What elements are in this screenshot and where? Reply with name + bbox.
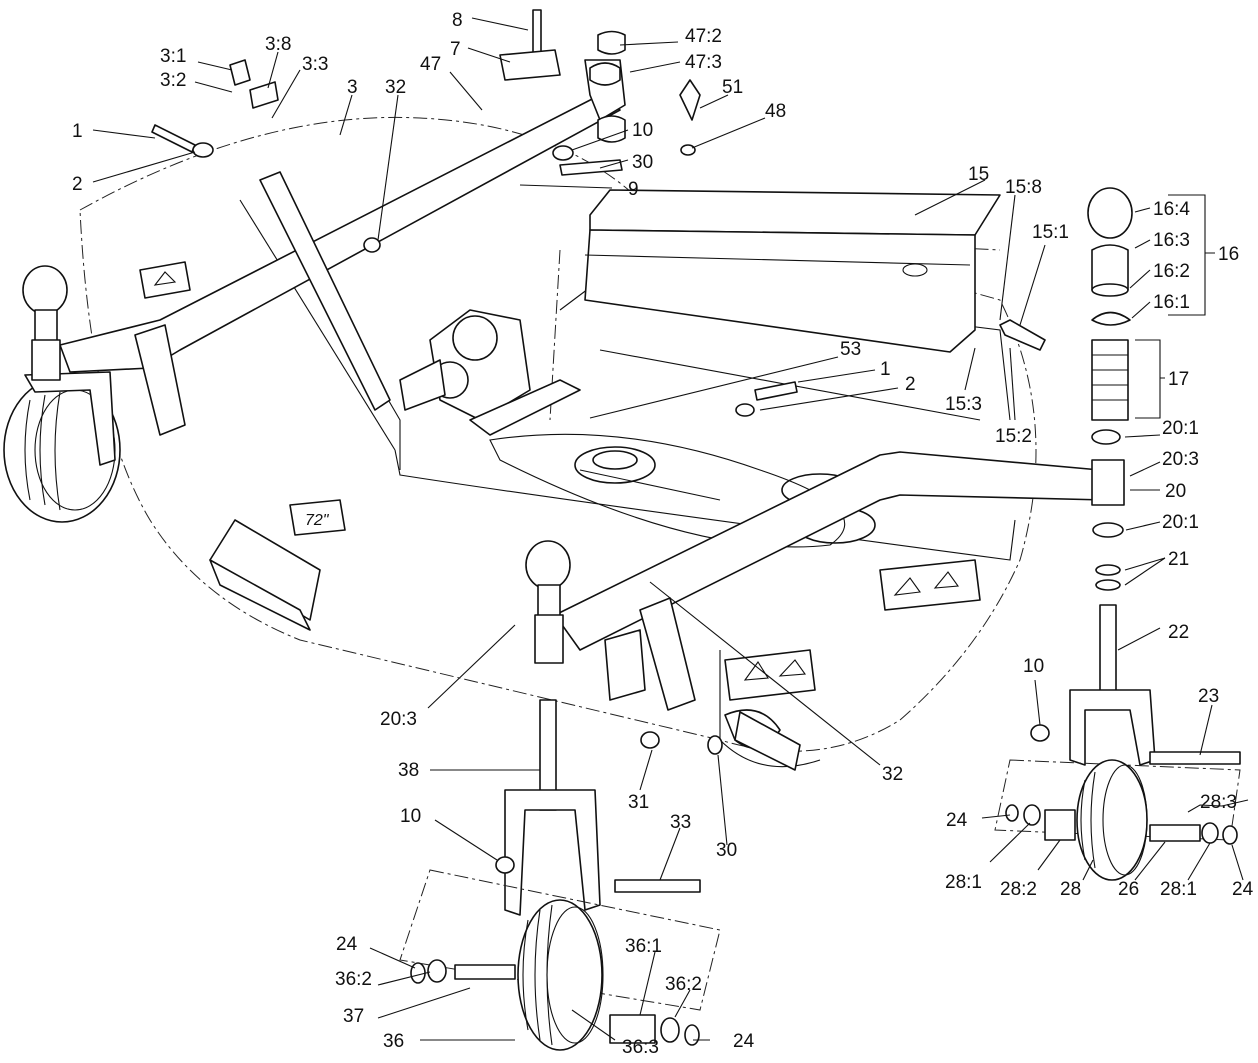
- callout-17: 17: [1168, 369, 1189, 390]
- front-left-caster-wheel: [3, 265, 121, 523]
- callout-47: 47: [420, 54, 441, 75]
- callout-51: 51: [722, 77, 743, 98]
- discharge-guard: [724, 709, 801, 771]
- callout-48: 48: [765, 101, 786, 122]
- callout-2-mid: 2: [905, 374, 916, 395]
- callout-30-bot: 30: [716, 840, 737, 861]
- callout-24-right-a: 24: [946, 810, 968, 831]
- callout-1-mid: 1: [880, 359, 891, 380]
- callout-21: 21: [1168, 549, 1189, 570]
- callout-28-1-a: 28:1: [945, 872, 982, 893]
- callout-26: 26: [1118, 879, 1139, 900]
- callout-36-1: 36:1: [625, 936, 662, 957]
- deck-size-text: 72": [305, 512, 330, 529]
- right-caster-assembly: [994, 187, 1241, 841]
- callout-28: 28: [1060, 879, 1081, 900]
- callout-16: 16: [1218, 244, 1239, 265]
- callout-33: 33: [670, 812, 691, 833]
- callout-labels: 8 47:2 7 47:3 3:1 3:8 3:2 3:3 47 51 3 32…: [72, 10, 1254, 1058]
- callout-16-3: 16:3: [1153, 230, 1190, 251]
- callout-20-1-bot: 20:1: [1162, 512, 1199, 533]
- side-shield: [209, 519, 321, 631]
- hardware-knobs: [151, 9, 1050, 874]
- callout-36-2-left: 36:2: [335, 969, 372, 990]
- callout-16-2: 16:2: [1153, 261, 1190, 282]
- callout-36: 36: [383, 1031, 404, 1052]
- warning-decal: [139, 261, 981, 701]
- callout-3-8: 3:8: [265, 34, 291, 55]
- callout-32-top: 32: [385, 77, 406, 98]
- callout-10-right: 10: [1023, 656, 1044, 677]
- callout-7: 7: [450, 39, 461, 60]
- callout-3-1: 3:1: [160, 46, 186, 67]
- callout-15-3: 15:3: [945, 394, 982, 415]
- callout-37: 37: [343, 1006, 364, 1027]
- callout-15-2: 15:2: [995, 426, 1032, 447]
- belt-cover: [584, 189, 1001, 353]
- callout-3-3: 3:3: [302, 54, 328, 75]
- callout-15: 15: [968, 164, 989, 185]
- callout-23: 23: [1198, 686, 1219, 707]
- callout-47-3: 47:3: [685, 52, 722, 73]
- callout-30-top: 30: [632, 152, 653, 173]
- callout-20-3-right: 20:3: [1162, 449, 1199, 470]
- right-caster-wheel: [1005, 759, 1238, 881]
- callout-36-3: 36:3: [622, 1037, 659, 1058]
- callout-32-bot: 32: [882, 764, 903, 785]
- callout-22: 22: [1168, 622, 1189, 643]
- callout-10-top: 10: [632, 120, 653, 141]
- center-caster-wheel: [410, 899, 700, 1051]
- callout-8: 8: [452, 10, 463, 31]
- deck-size-decal: 72": [289, 499, 346, 536]
- callout-9: 9: [628, 179, 639, 200]
- callout-10-bot: 10: [400, 806, 421, 827]
- callout-3-2: 3:2: [160, 70, 186, 91]
- callout-24-left: 24: [336, 934, 358, 955]
- callout-15-1: 15:1: [1032, 222, 1069, 243]
- callout-28-2: 28:2: [1000, 879, 1037, 900]
- mower-deck: [79, 116, 1037, 768]
- callout-15-8: 15:8: [1005, 177, 1042, 198]
- callout-53: 53: [840, 339, 861, 360]
- carrier-frame-front: [59, 59, 626, 436]
- callout-28-3: 28:3: [1200, 792, 1237, 813]
- callout-1-left: 1: [72, 121, 83, 142]
- callout-24-bot: 24: [733, 1031, 755, 1052]
- callout-20-1-top: 20:1: [1162, 418, 1199, 439]
- gearbox: [399, 309, 581, 436]
- callout-16-1: 16:1: [1153, 292, 1190, 313]
- leader-lines: [92, 17, 1249, 1041]
- callout-20: 20: [1165, 481, 1186, 502]
- callout-28-1-b: 28:1: [1160, 879, 1197, 900]
- callout-2-left: 2: [72, 174, 83, 195]
- callout-20-3-left: 20:3: [380, 709, 417, 730]
- callout-31: 31: [628, 792, 649, 813]
- callout-47-2: 47:2: [685, 26, 722, 47]
- carrier-frame-rear: [554, 451, 1106, 711]
- callout-16-4: 16:4: [1153, 199, 1190, 220]
- callout-36-2-right: 36:2: [665, 974, 702, 995]
- callout-3: 3: [347, 77, 358, 98]
- center-caster-assembly: [399, 540, 721, 1011]
- callout-38: 38: [398, 760, 419, 781]
- callout-24-right-b: 24: [1232, 879, 1254, 900]
